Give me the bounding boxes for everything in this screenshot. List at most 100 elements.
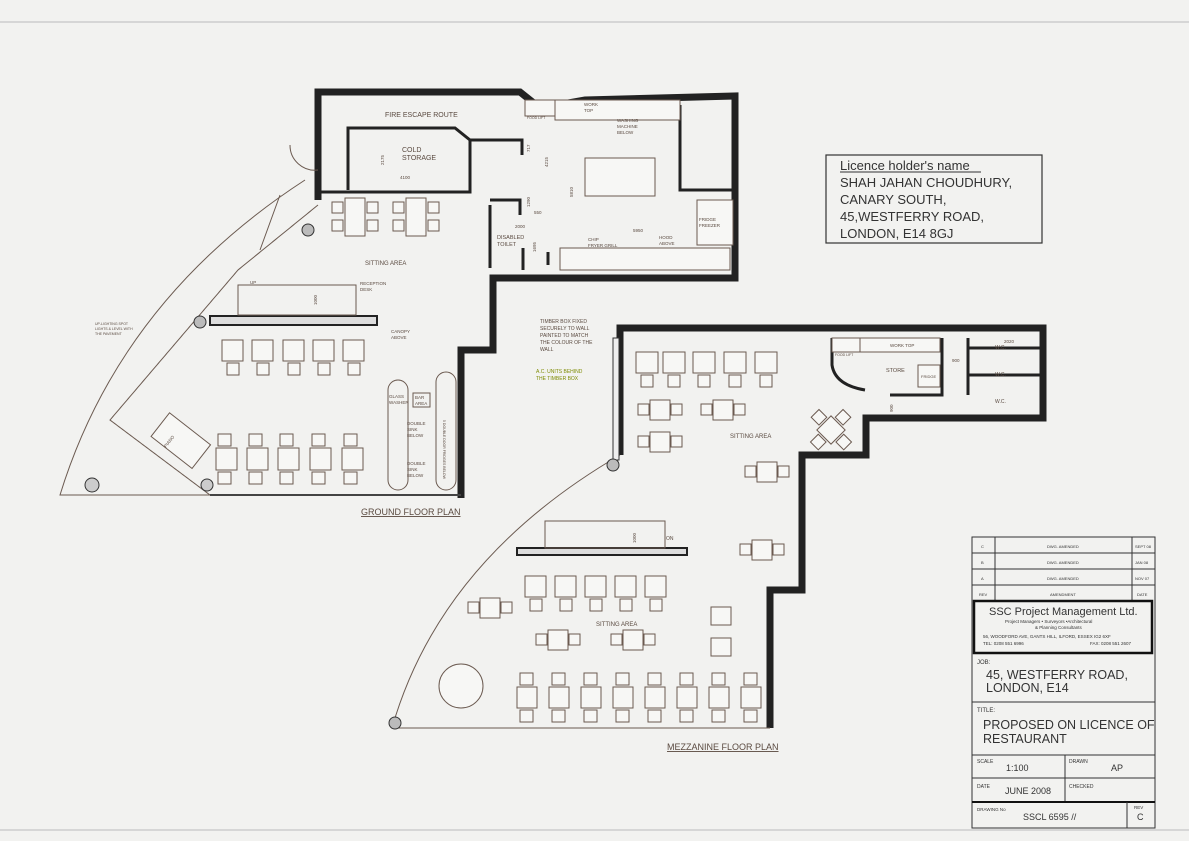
- table-or-chair: [635, 351, 659, 374]
- table-or-chair: [580, 686, 602, 709]
- table-or-chair: [282, 339, 305, 362]
- job-label: JOB:: [977, 660, 991, 666]
- work-top-label: WORK TOP: [890, 343, 914, 348]
- table-or-chair: [343, 433, 358, 447]
- table-or-chair: [743, 672, 758, 686]
- glazed-frontage: [109, 204, 319, 496]
- wc-label: W.C.: [995, 345, 1006, 351]
- table-or-chair: [215, 447, 238, 471]
- column: [84, 477, 100, 493]
- cold-storage-label: COLD: [402, 147, 421, 154]
- table-or-chair: [331, 201, 344, 214]
- table-or-chair: [309, 447, 332, 471]
- table-or-chair: [708, 686, 730, 709]
- table-or-chair: [524, 575, 547, 598]
- ground-floor-title: GROUND FLOOR PLAN: [361, 507, 461, 517]
- mezzanine-floor-plan: TIMBER BOX FIXED SECURELY TO WALL PAINTE…: [388, 319, 1047, 752]
- table-or-chair: [467, 601, 480, 614]
- timber-box-note: THE COLOUR OF THE: [540, 340, 593, 346]
- table-or-chair: [529, 598, 543, 612]
- wc-partitions: [890, 338, 1040, 397]
- table-or-chair: [670, 403, 683, 416]
- table-or-chair: [728, 374, 742, 388]
- date-cell: NOV 07: [1135, 576, 1150, 581]
- rev-value: C: [1137, 812, 1144, 822]
- store-curved-wall: [830, 338, 866, 392]
- table-or-chair: [649, 598, 663, 612]
- reception-desk-label: RECEPTION: [360, 281, 386, 286]
- table-or-chair: [584, 575, 607, 598]
- table-or-chair: [516, 686, 538, 709]
- canopy-label: ABOVE: [391, 335, 407, 340]
- sitting-area-label: SITTING AREA: [365, 261, 406, 267]
- table-or-chair: [392, 219, 405, 232]
- table-or-chair: [583, 672, 598, 686]
- piano: [150, 412, 212, 470]
- rev-label: REV: [1134, 805, 1143, 810]
- uplighting-label: THE PAVEMENT: [95, 332, 123, 336]
- table-or-chair: [834, 408, 852, 426]
- company-box: [972, 599, 1154, 655]
- table-or-chair: [226, 362, 240, 376]
- dimension: 5810: [569, 186, 574, 197]
- up-label: UP: [250, 280, 256, 285]
- licence-line: 45,WESTFERRY ROAD,: [840, 209, 984, 224]
- staircase: [237, 284, 357, 316]
- table-or-chair: [700, 403, 713, 416]
- hood-label: HOOD: [659, 235, 673, 240]
- rev-cell: C: [981, 544, 984, 549]
- fridges-label: 5 DOUBLE DOOR FRIDGES BELOW: [442, 420, 446, 480]
- table-or-chair: [711, 709, 726, 723]
- table-or-chair: [221, 339, 244, 362]
- washing-machine-label: MACHINE: [617, 124, 638, 129]
- table-or-chair: [559, 598, 573, 612]
- food-lift: [524, 99, 556, 117]
- date-cell: JAN 08: [1135, 560, 1149, 565]
- table-or-chair: [519, 672, 534, 686]
- dimension: 1000: [313, 294, 318, 305]
- dimension: 4100: [400, 175, 411, 180]
- table-or-chair: [670, 435, 683, 448]
- cold-storage-wall: [346, 126, 524, 190]
- table-or-chair: [427, 201, 440, 214]
- table-or-chair: [343, 471, 358, 485]
- table-or-chair: [347, 362, 361, 376]
- company-subtitle: & Planning Consultants: [1035, 625, 1083, 630]
- table-or-chair: [676, 686, 698, 709]
- fridge: [917, 364, 941, 388]
- table-or-chair: [246, 447, 269, 471]
- checked-label: CHECKED: [1069, 784, 1094, 790]
- rev-cell: B: [981, 560, 984, 565]
- table-or-chair: [311, 433, 326, 447]
- wc-label: W.C.: [995, 372, 1006, 378]
- drawn-label: DRAWN: [1069, 759, 1088, 765]
- work-top-label: TOP: [584, 108, 593, 113]
- table-or-chair: [662, 351, 686, 374]
- company-fax: FAX: 0208 551 2607: [1090, 641, 1132, 646]
- table-or-chair: [740, 686, 762, 709]
- table-or-chair: [759, 374, 773, 388]
- cold-storage-wall-2: [318, 140, 472, 194]
- company-address: 56, WOODFORD AVE, GANTS HILL, ILFORD, ES…: [983, 634, 1111, 639]
- table-or-chair: [614, 575, 637, 598]
- bar-area-label: AREA: [415, 401, 427, 406]
- licence-line: LONDON, E14 8GJ: [840, 226, 953, 241]
- column: [301, 223, 315, 237]
- reception-desk-label: DESK: [360, 287, 372, 292]
- table-or-chair: [551, 709, 566, 723]
- amendment-header: AMENDMENT: [1050, 592, 1076, 597]
- date-cell: SEPT 08: [1135, 544, 1152, 549]
- table-or-chair: [427, 219, 440, 232]
- table-or-chair: [692, 351, 716, 374]
- table-or-chair: [777, 465, 790, 478]
- table-or-chair: [733, 403, 746, 416]
- round-table: [438, 663, 484, 709]
- table-or-chair: [697, 374, 711, 388]
- amendment-cell: DWG. AMENDED: [1047, 576, 1079, 581]
- mezzanine-floor-title: MEZZANINE FLOOR PLAN: [667, 742, 779, 752]
- date-label: DATE: [977, 784, 991, 790]
- table-or-chair: [342, 339, 365, 362]
- hood-label: ABOVE: [659, 241, 675, 246]
- pavement-line: [59, 179, 306, 496]
- table-or-chair: [568, 633, 581, 646]
